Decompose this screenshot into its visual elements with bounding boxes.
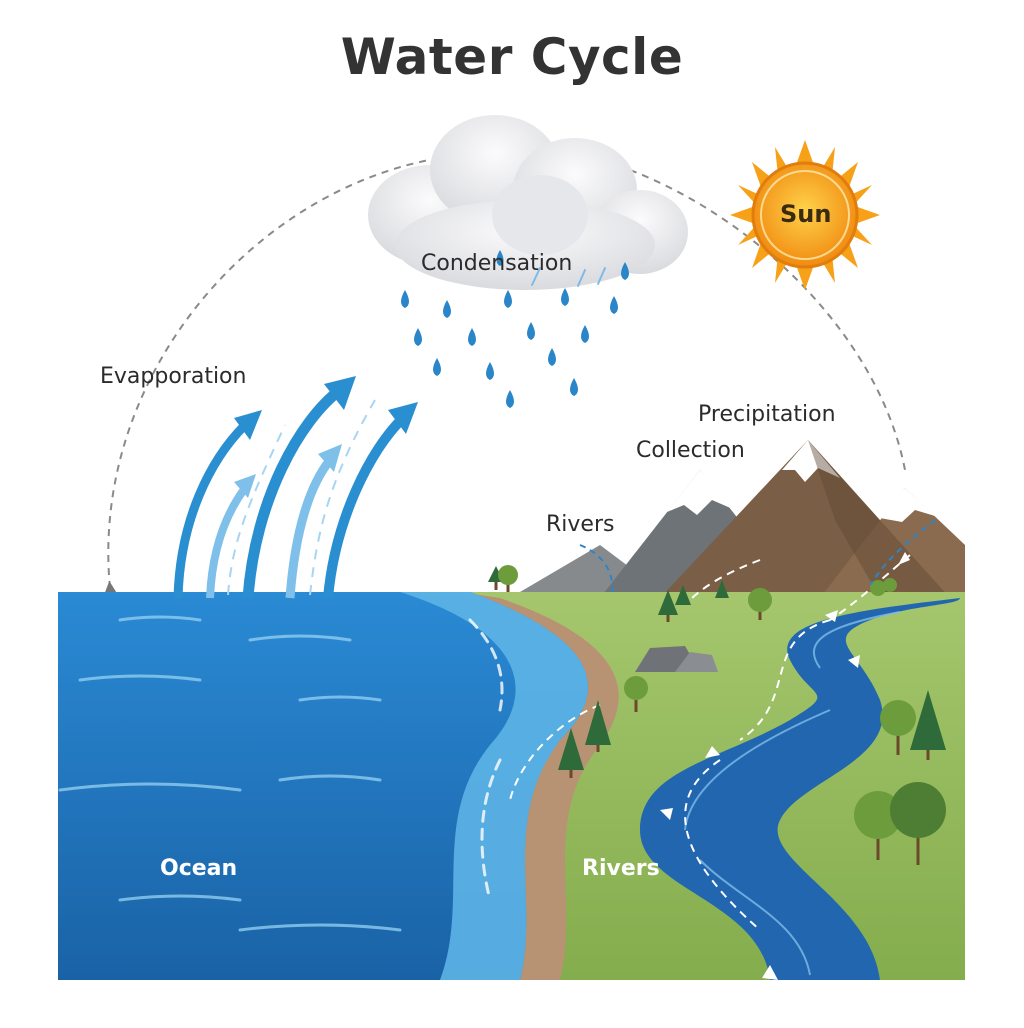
- evaporation-arrows: [173, 376, 418, 599]
- cycle-arc-right: [629, 169, 906, 471]
- label-rivers-land: Rivers: [582, 856, 660, 881]
- label-sun: Sun: [780, 200, 832, 228]
- ocean-waves: [58, 615, 504, 932]
- label-rivers-mountain: Rivers: [546, 512, 615, 537]
- cloud: [368, 115, 688, 290]
- trees: [488, 565, 946, 865]
- label-evaporation: Evapроration: [100, 364, 247, 389]
- label-collection: Collection: [636, 438, 745, 463]
- diagram-title: Water Cycle: [340, 28, 684, 86]
- shoreline: [460, 592, 619, 980]
- rain-streaks: [531, 267, 606, 287]
- label-condensation: Condensation: [421, 251, 573, 276]
- river-currents: [684, 611, 901, 976]
- rocks: [635, 646, 718, 672]
- flow-arrows: [509, 554, 911, 931]
- mountain-stream: [579, 519, 936, 596]
- rain-drops: [401, 250, 629, 408]
- sun-icon: [730, 140, 880, 290]
- mountains: [520, 440, 965, 598]
- cycle-arc-left: [103, 157, 441, 596]
- ocean-shallow: [400, 592, 588, 980]
- label-ocean: Ocean: [160, 856, 238, 881]
- flow-arrowheads: [660, 552, 910, 980]
- label-precipitation: Precipitation: [698, 402, 836, 427]
- river: [640, 598, 960, 980]
